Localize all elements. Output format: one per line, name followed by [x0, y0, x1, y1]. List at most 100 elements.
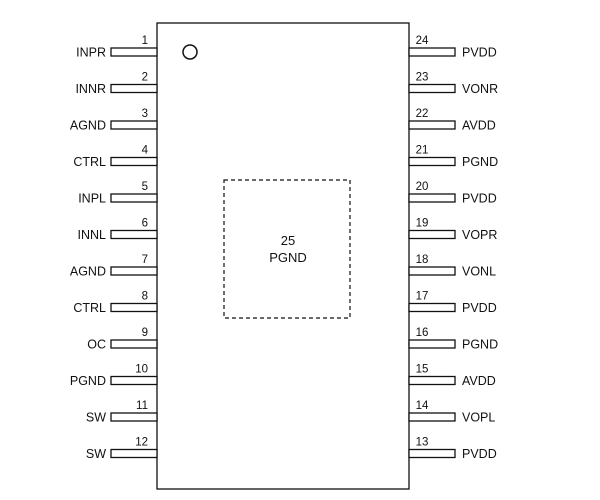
pin-name: SW	[86, 411, 106, 425]
pin-name: PVDD	[462, 301, 497, 315]
pin-lead	[408, 412, 456, 422]
pin-number: 15	[416, 364, 429, 376]
pin1-marker-dot	[182, 44, 198, 60]
pin-lead	[408, 339, 456, 349]
pin-name: INNL	[78, 228, 107, 242]
left-pin-9: 9OC	[87, 327, 158, 352]
pin-lead	[408, 448, 456, 459]
pin-lead	[110, 266, 158, 276]
pin-name: CTRL	[73, 301, 106, 315]
pin-name: INNR	[75, 82, 106, 96]
pin-number: 21	[416, 145, 429, 157]
pin-lead	[110, 448, 158, 459]
pin-name: VONL	[462, 265, 496, 279]
pin-name: AGND	[70, 265, 106, 279]
pin-name: VOPL	[462, 411, 495, 425]
pin-name: PVDD	[462, 447, 497, 461]
pin-lead	[408, 83, 456, 94]
pin-number: 5	[142, 181, 148, 193]
pin-name: SW	[86, 447, 106, 461]
pin-lead	[110, 120, 158, 130]
pin-lead	[110, 47, 158, 57]
pin-number: 14	[416, 400, 429, 412]
pin-number: 16	[416, 327, 429, 339]
pin-lead	[110, 229, 158, 240]
pin-name: AVDD	[462, 119, 496, 133]
pin-lead	[408, 47, 456, 57]
pin-name: PGND	[462, 338, 498, 352]
pin-name: INPR	[76, 46, 106, 60]
pin-lead	[408, 266, 456, 276]
pin-name: PVDD	[462, 192, 497, 206]
pin-number: 8	[142, 291, 148, 303]
right-pin-column: 24PVDD23VONR22AVDD21PGND20PVDD19VOPR18VO…	[408, 35, 498, 461]
pin-lead	[408, 229, 456, 240]
pin-name: PGND	[70, 374, 106, 388]
pin-number: 12	[135, 437, 148, 449]
package-body	[156, 22, 410, 490]
pin-number: 23	[416, 72, 429, 84]
pin-name: CTRL	[73, 155, 106, 169]
pin-number: 20	[416, 181, 429, 193]
pin-number: 2	[142, 72, 148, 84]
left-pin-column: 1INPR2INNR3AGND4CTRL5INPL6INNL7AGND8CTRL…	[70, 35, 158, 461]
pin-number: 13	[416, 437, 429, 449]
pin-lead	[110, 193, 158, 203]
pin-name: INPL	[78, 192, 106, 206]
pin-name: PGND	[462, 155, 498, 169]
pin-number: 11	[136, 400, 148, 412]
pin-number: 6	[142, 218, 148, 230]
pin-lead	[408, 302, 456, 313]
pin-number: 4	[142, 145, 149, 157]
pin-number: 19	[416, 218, 429, 230]
pin-name: OC	[87, 338, 106, 352]
pin-name: PVDD	[462, 46, 497, 60]
pin-lead	[408, 156, 456, 167]
thermal-pad-name: PGND	[269, 250, 307, 265]
pin-number: 10	[135, 364, 148, 376]
pin-number: 3	[142, 108, 148, 120]
pin-lead	[110, 156, 158, 167]
pin-number: 24	[416, 35, 429, 47]
pin-number: 9	[142, 327, 148, 339]
pin-number: 17	[416, 291, 429, 303]
pin-lead	[110, 375, 158, 386]
pin-lead	[110, 83, 158, 94]
pin-number: 22	[416, 108, 429, 120]
pin-lead	[408, 120, 456, 130]
pin-number: 7	[142, 254, 148, 266]
pin-lead	[408, 193, 456, 203]
pin-lead	[408, 375, 456, 386]
pin-number: 1	[142, 35, 148, 47]
pin-name: AGND	[70, 119, 106, 133]
pin-number: 18	[416, 254, 429, 266]
pin-lead	[110, 339, 158, 349]
pin-name: VONR	[462, 82, 498, 96]
thermal-pad	[223, 179, 351, 319]
pin-name: VOPR	[462, 228, 497, 242]
pin-name: AVDD	[462, 374, 496, 388]
pin-lead	[110, 412, 158, 422]
pin-lead	[110, 302, 158, 313]
